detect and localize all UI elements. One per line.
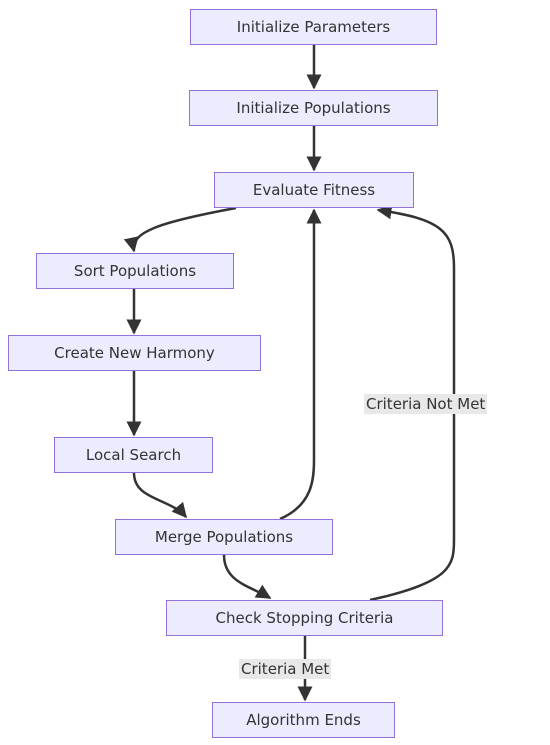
node-initialize-populations: Initialize Populations [189,90,438,126]
edge-eval-to-sort [123,206,237,253]
node-evaluate-fitness: Evaluate Fitness [214,172,414,208]
node-local-search: Local Search [54,437,213,473]
edge-merge-to-check [222,554,272,600]
edge-local-to-merge [132,472,187,519]
node-algorithm-ends: Algorithm Ends [212,702,395,738]
edge-check-to-eval [369,204,456,602]
node-initialize-parameters: Initialize Parameters [190,9,437,45]
edge-merge-to-eval [279,208,322,521]
node-merge-populations: Merge Populations [115,519,333,555]
node-check-stopping-criteria: Check Stopping Criteria [166,600,443,636]
node-sort-populations: Sort Populations [36,253,234,289]
edge-label-criteria-not-met: Criteria Not Met [364,394,488,414]
node-create-new-harmony: Create New Harmony [8,335,261,371]
edge-label-criteria-met: Criteria Met [239,659,332,679]
